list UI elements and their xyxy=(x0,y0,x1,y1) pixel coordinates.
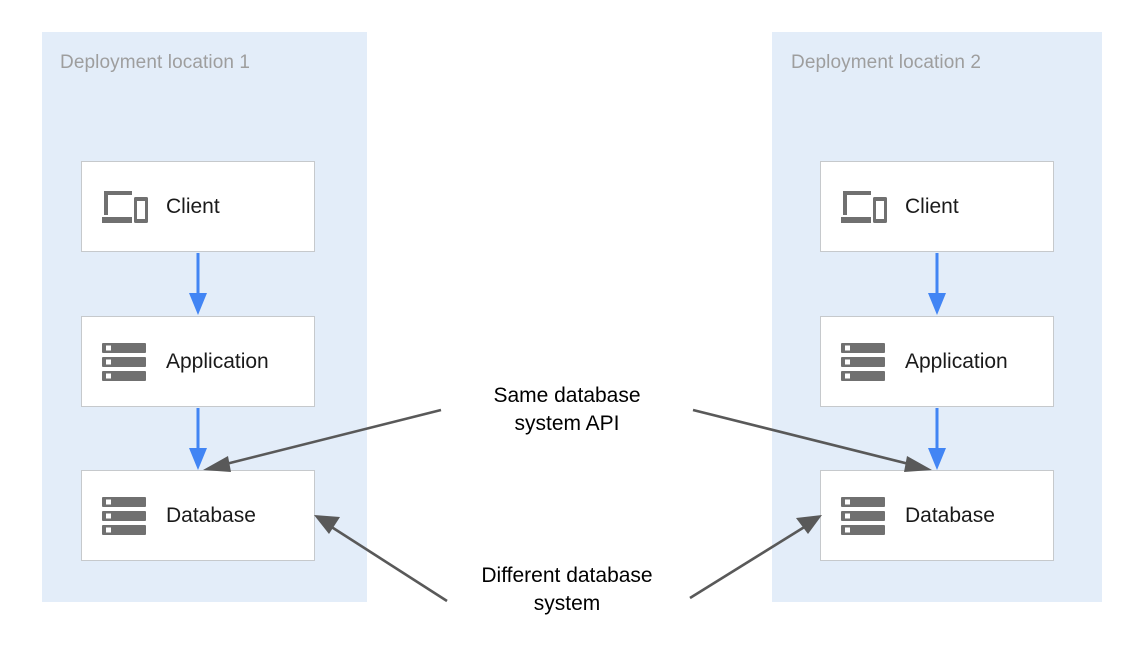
annotation-different-database-system: Different database system xyxy=(481,564,653,615)
node-client-1-label: Client xyxy=(166,194,220,218)
devices-icon xyxy=(839,187,887,227)
server-icon xyxy=(839,340,887,384)
node-database-1[interactable]: Database xyxy=(81,470,315,561)
node-application-2[interactable]: Application xyxy=(820,316,1054,407)
server-icon xyxy=(100,340,148,384)
node-database-2[interactable]: Database xyxy=(820,470,1054,561)
server-icon xyxy=(839,494,887,538)
node-client-2[interactable]: Client xyxy=(820,161,1054,252)
node-client-1[interactable]: Client xyxy=(81,161,315,252)
node-application-2-label: Application xyxy=(905,349,1008,373)
node-database-1-label: Database xyxy=(166,503,256,527)
deployment-location-2-title: Deployment location 2 xyxy=(791,52,982,73)
node-client-2-label: Client xyxy=(905,194,959,218)
node-database-2-label: Database xyxy=(905,503,995,527)
server-icon xyxy=(100,494,148,538)
annotation-same-database-system-api: Same database system API xyxy=(493,384,641,435)
node-application-1-label: Application xyxy=(166,349,269,373)
deployment-location-1-title: Deployment location 1 xyxy=(60,52,251,73)
devices-icon xyxy=(100,187,148,227)
node-application-1[interactable]: Application xyxy=(81,316,315,407)
